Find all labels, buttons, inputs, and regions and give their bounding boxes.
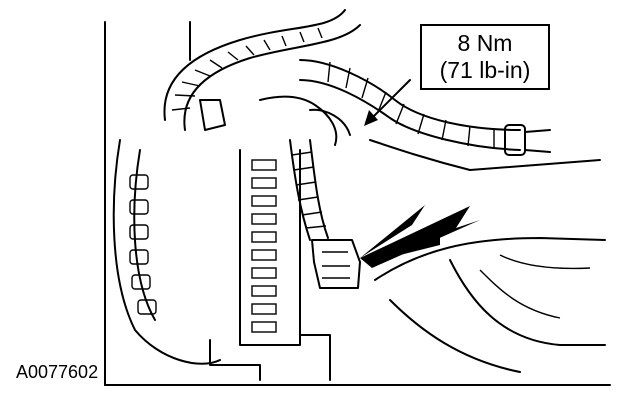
engine-housing xyxy=(369,139,606,373)
alternator xyxy=(112,139,331,381)
torque-nm: 8 Nm xyxy=(457,30,513,56)
torque-lbin: (71 lb-in) xyxy=(439,57,531,83)
regulator-connector xyxy=(311,239,361,289)
connector-double-arrow-icon xyxy=(360,205,480,268)
figure-id: A0077602 xyxy=(16,362,99,382)
torque-leader-arrow xyxy=(364,79,411,126)
wiring-harness xyxy=(163,9,551,156)
alternator-fins xyxy=(129,174,157,315)
battery-terminal-lead xyxy=(199,95,351,241)
alternator-vents xyxy=(251,159,277,333)
view-frame xyxy=(104,21,611,386)
torque-callout: 8 Nm (71 lb-in) xyxy=(420,24,550,90)
